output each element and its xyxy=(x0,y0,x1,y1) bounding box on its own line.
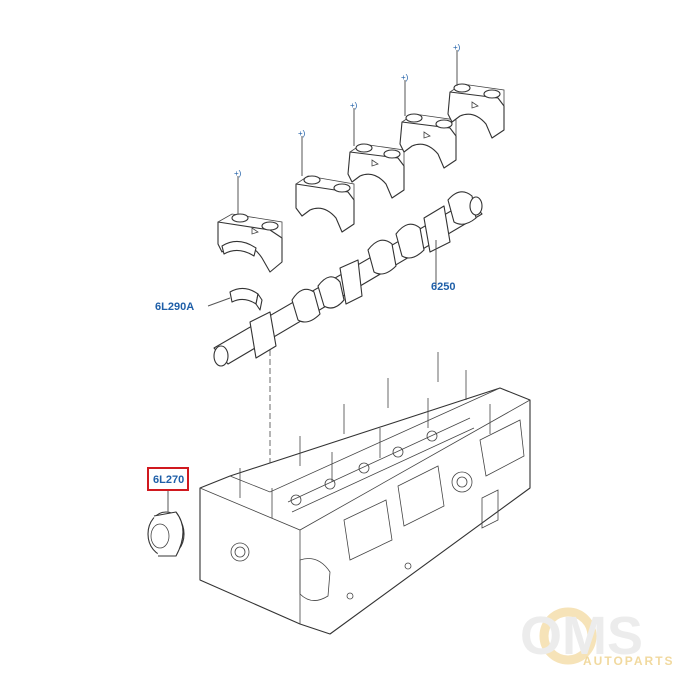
bearing-shell xyxy=(221,240,263,311)
bearing-shell-label: 6L290A xyxy=(155,301,194,313)
bearing-cap-2 xyxy=(295,175,355,233)
cap-leaders xyxy=(237,50,458,214)
oil-seal xyxy=(147,511,185,557)
note-marker-5: +) xyxy=(453,43,461,52)
note-marker-2: +) xyxy=(298,129,306,138)
camshaft xyxy=(213,191,483,367)
oil-seal-highlight-box xyxy=(147,467,189,491)
note-marker-1: +) xyxy=(234,169,242,178)
watermark-sub: AUTOPARTS xyxy=(583,654,675,668)
bearing-cap-5 xyxy=(447,83,505,139)
bearing-cap-3 xyxy=(347,143,405,199)
watermark: OMS AUTOPARTS xyxy=(520,606,675,668)
note-marker-4: +) xyxy=(401,73,409,82)
oil-seal-label: 6L270 xyxy=(153,474,184,486)
watermark-brand: OMS xyxy=(520,606,643,666)
cylinder-head-studs xyxy=(239,352,491,518)
bearing-cap-4 xyxy=(399,113,457,169)
cylinder-head xyxy=(199,387,531,635)
camshaft-label: 6250 xyxy=(431,281,455,293)
note-marker-3: +) xyxy=(350,101,358,110)
bearing-shell-leader xyxy=(207,297,231,307)
